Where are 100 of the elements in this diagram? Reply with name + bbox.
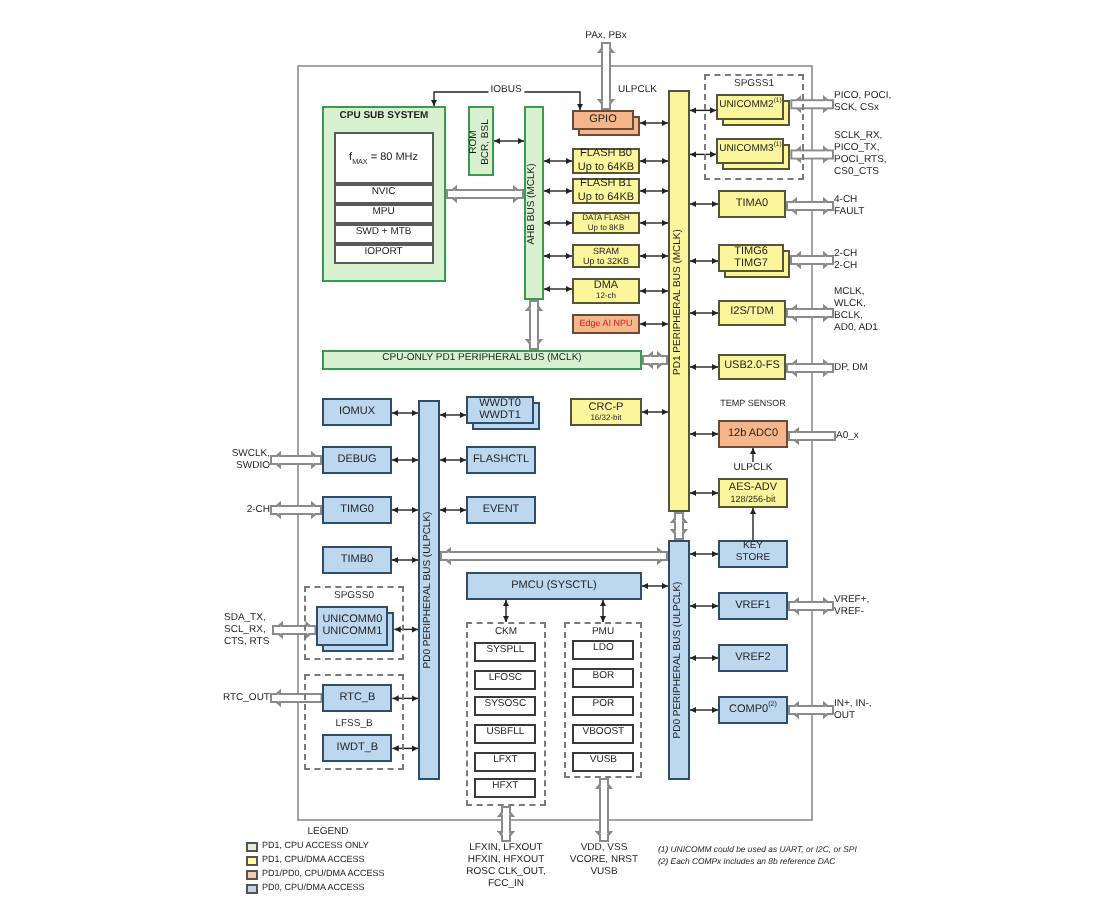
- wide-double-arrow: [790, 95, 834, 114]
- stacked-module-block: [316, 606, 395, 653]
- double-arrow: [689, 654, 719, 662]
- wide-double-arrow: [786, 303, 834, 323]
- double-arrow: [391, 506, 419, 514]
- module-block: [322, 398, 392, 426]
- module-block: [333, 203, 434, 224]
- module-block: [322, 546, 392, 574]
- module-block: [322, 446, 392, 474]
- double-arrow: [689, 602, 719, 610]
- module-block: [466, 572, 642, 600]
- double-arrow: [689, 107, 718, 114]
- processor-core-block: [333, 131, 434, 184]
- double-arrow: [689, 430, 719, 438]
- module-block: [718, 190, 786, 218]
- double-arrow: [543, 157, 573, 165]
- double-arrow: [391, 456, 419, 464]
- stacked-module-block: [572, 110, 640, 136]
- wide-arrow: [270, 688, 323, 708]
- double-arrow: [391, 745, 419, 752]
- double-arrow: [639, 119, 669, 127]
- double-arrow: [543, 219, 573, 227]
- dashed-group-outline: [564, 622, 642, 778]
- module-block: [570, 398, 642, 426]
- subsystem-panel: [322, 106, 446, 282]
- double-arrow: [391, 556, 419, 564]
- module-block: [474, 724, 537, 745]
- double-arrow: [641, 408, 669, 416]
- module-block: [333, 183, 434, 204]
- double-arrow: [493, 137, 525, 145]
- double-arrow: [689, 200, 719, 208]
- bus-bar: [668, 90, 690, 512]
- module-block: [572, 314, 640, 334]
- dashed-group-outline: [704, 74, 804, 180]
- double-arrow: [689, 151, 718, 158]
- module-block: [572, 724, 635, 745]
- double-arrow: [689, 489, 719, 497]
- wide-double-arrow: [790, 145, 834, 164]
- module-block: [466, 446, 536, 474]
- memory-block: [572, 212, 640, 234]
- double-arrow: [689, 309, 719, 317]
- bus-bar: [418, 400, 440, 780]
- memory-block: [572, 178, 640, 204]
- module-block: [572, 668, 635, 689]
- wide-double-arrow: [790, 250, 834, 270]
- bus-bar: [668, 540, 690, 780]
- module-block: [322, 684, 393, 713]
- wide-double-arrow: [788, 700, 834, 720]
- double-arrow: [639, 252, 669, 260]
- double-arrow: [689, 363, 719, 371]
- wide-double-arrow: [786, 196, 834, 216]
- stacked-module-block: [716, 138, 791, 171]
- double-arrow: [639, 219, 669, 227]
- wide-arrow: [788, 426, 836, 446]
- dashed-group-outline: [304, 674, 404, 770]
- double-arrow: [391, 695, 419, 702]
- double-arrow: [639, 287, 669, 295]
- double-arrow: [599, 599, 607, 623]
- double-arrow: [543, 252, 573, 260]
- module-block: [718, 696, 788, 724]
- double-arrow: [543, 285, 573, 293]
- module-block: [474, 642, 537, 663]
- module-block: [718, 300, 786, 326]
- memory-block: [468, 106, 494, 176]
- dashed-group-outline: [466, 622, 546, 806]
- module-block: [333, 243, 434, 264]
- double-arrow: [439, 411, 467, 419]
- module-block: [718, 540, 788, 568]
- double-arrow: [689, 257, 719, 265]
- stacked-module-block: [466, 396, 540, 430]
- wide-double-arrow: [642, 350, 668, 370]
- module-block: [474, 752, 537, 773]
- stacked-module-block: [718, 244, 790, 278]
- module-block: [718, 592, 788, 620]
- double-arrow: [639, 320, 669, 328]
- module-block: [333, 223, 434, 244]
- wide-double-arrow: [270, 450, 322, 470]
- module-block: [572, 278, 640, 304]
- wide-double-arrow: [446, 184, 524, 204]
- double-arrow: [543, 187, 573, 195]
- wide-double-arrow: [440, 546, 668, 566]
- double-arrow: [639, 187, 669, 195]
- double-arrow: [439, 456, 467, 464]
- module-block: [474, 696, 537, 717]
- module-block: [572, 752, 635, 773]
- module-block: [474, 670, 537, 691]
- bus-bar: [524, 106, 544, 300]
- module-block: [718, 644, 788, 672]
- module-block: [718, 420, 788, 448]
- double-arrow: [391, 409, 419, 417]
- wide-double-arrow: [270, 500, 322, 520]
- memory-block: [572, 244, 640, 268]
- double-arrow: [689, 706, 719, 714]
- module-block: [718, 354, 786, 380]
- double-arrow: [639, 157, 669, 165]
- wide-double-arrow: [524, 300, 544, 350]
- double-arrow: [393, 626, 419, 633]
- bus-bar: [322, 350, 642, 370]
- double-arrow: [689, 550, 719, 558]
- wide-double-arrow: [596, 42, 616, 110]
